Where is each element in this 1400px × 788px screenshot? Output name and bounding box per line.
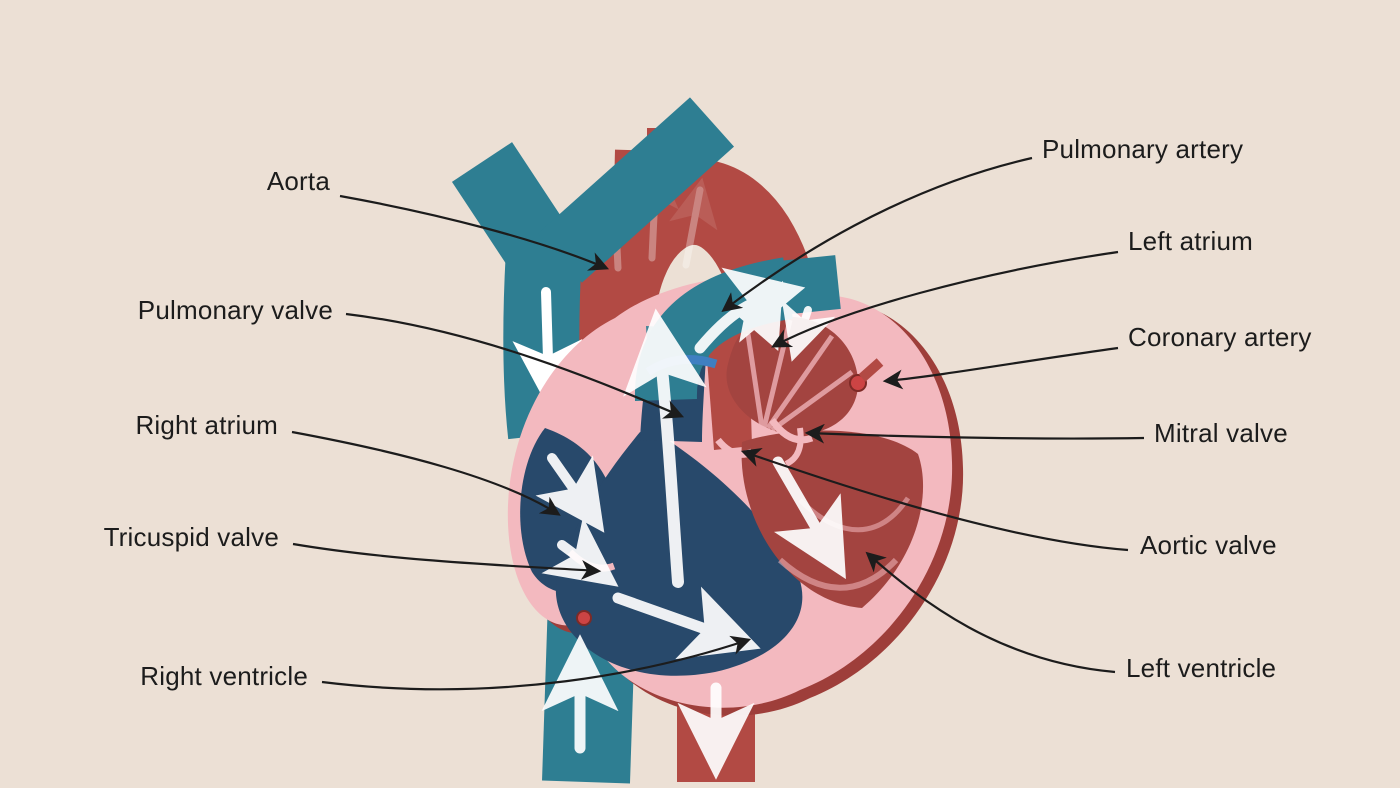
label-pulmonary-valve: Pulmonary valve [137, 295, 333, 325]
arch-flow-arrow [669, 177, 718, 269]
leader-aortic-valve [740, 447, 1129, 552]
leader-tricuspid-valve [292, 542, 602, 580]
svc-right-branch [537, 97, 735, 283]
leader-coronary-artery [882, 346, 1119, 390]
leader-right-ventricle [321, 635, 752, 691]
ra-flow-arrow [535, 453, 605, 533]
label-tricuspid-valve: Tricuspid valve [103, 522, 279, 552]
svc-left-branch [451, 142, 579, 282]
leader-mitral-valve [804, 423, 1145, 444]
leader-aorta [339, 194, 610, 271]
coronary-artery-stub [858, 358, 884, 382]
label-right-ventricle: Right ventricle [140, 661, 308, 691]
label-right-atrium: Right atrium [135, 410, 278, 440]
pulmonary-branch [777, 255, 841, 315]
label-left-ventricle: Left ventricle [1126, 653, 1277, 683]
leader-lines [291, 156, 1145, 691]
rv-flow-arrow [612, 586, 761, 660]
mitral-valve-leaflet [784, 427, 804, 467]
la-inflow-arrow-2 [781, 299, 836, 362]
coronary-artery-left-dot [576, 610, 592, 626]
svc-flow-arrow [512, 287, 583, 410]
la-inflow-arrow [724, 280, 784, 351]
leader-pulmonary-valve [345, 312, 685, 419]
label-pulmonary-artery: Pulmonary artery [1042, 134, 1244, 164]
label-coronary-artery: Coronary artery [1128, 322, 1312, 352]
label-aortic-valve: Aortic valve [1140, 530, 1277, 560]
leader-right-atrium [291, 430, 561, 516]
label-left-atrium: Left atrium [1128, 226, 1254, 256]
leader-left-atrium [771, 250, 1119, 348]
coronary-artery-shape [849, 374, 867, 392]
leader-pulmonary-artery [721, 156, 1033, 313]
lv-flow-arrow [772, 456, 846, 580]
label-aorta: Aorta [266, 166, 330, 196]
outflow-arrow [623, 308, 707, 588]
label-mitral-valve: Mitral valve [1154, 418, 1288, 448]
leader-left-ventricle [865, 551, 1116, 674]
